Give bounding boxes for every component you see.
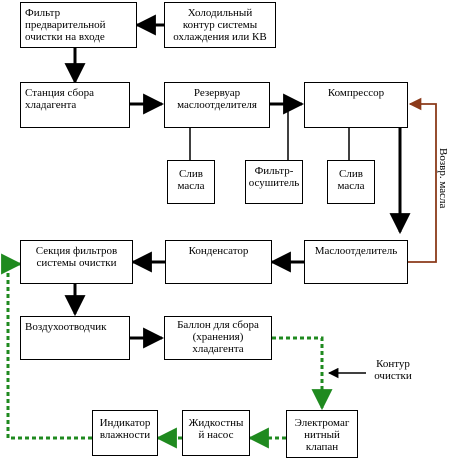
box-oil-separator: Маслоотделитель bbox=[304, 240, 408, 284]
box-cooling-circuit: Холодильный контур системы охлаждения ил… bbox=[164, 2, 276, 48]
box-prefilter: Фильтр предварительной очистки на входе bbox=[20, 2, 137, 48]
box-filter-section: Секция фильтров системы очистки bbox=[20, 240, 133, 284]
box-air-vent: Воздухоотводчик bbox=[20, 316, 130, 360]
circuit-indicator-to-filters bbox=[1, 253, 92, 440]
box-separator-reservoir: Резервуар маслоотделителя bbox=[164, 82, 270, 128]
box-compressor: Компрессор bbox=[304, 82, 408, 128]
box-filter-dryer: Фильтр- осушитель bbox=[245, 160, 303, 204]
box-liquid-pump: Жидкостны й насос bbox=[182, 410, 250, 456]
cleaning-circuit-label: Контур очистки bbox=[374, 358, 412, 382]
circuit-tank-to-valve bbox=[272, 336, 333, 411]
box-oil-drain-2: Слив масла bbox=[327, 160, 375, 204]
box-solenoid-valve: Электромаг нитный клапан bbox=[286, 410, 358, 458]
oil-return-label: Возвр. масла bbox=[437, 148, 449, 209]
box-storage-tank: Баллон для сбора (хранения) хладагента bbox=[164, 316, 272, 360]
oil-return-line bbox=[408, 97, 437, 263]
box-condenser: Конденсатор bbox=[165, 240, 272, 284]
box-moisture-indicator: Индикатор влажности bbox=[92, 410, 158, 456]
box-oil-drain-1: Слив масла bbox=[167, 160, 215, 204]
box-collection-station: Станция сбора хладагента bbox=[20, 82, 130, 128]
